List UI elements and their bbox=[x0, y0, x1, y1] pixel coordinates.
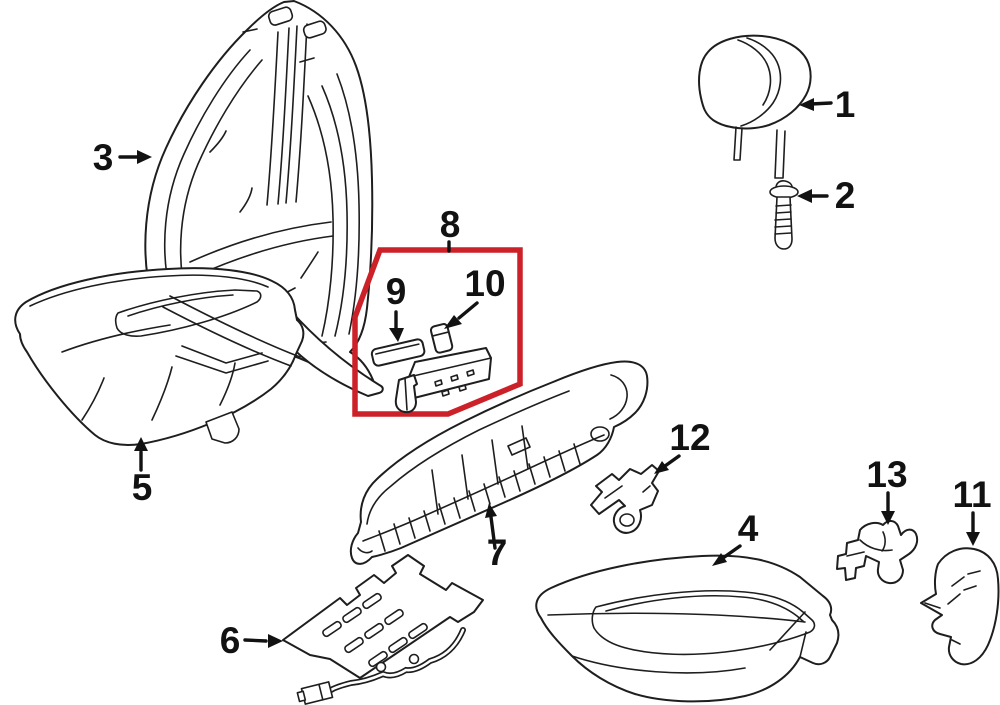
headrest-outline bbox=[698, 34, 812, 130]
callout-11-arrowhead bbox=[966, 532, 980, 546]
bracket-12-detail-lines bbox=[604, 485, 651, 499]
connector-nub bbox=[296, 690, 307, 703]
heater-pad-drawing bbox=[282, 554, 484, 705]
callout-13[interactable]: 13 bbox=[866, 454, 908, 525]
callout-1[interactable]: 1 bbox=[799, 84, 855, 125]
cushion-detail-lines bbox=[29, 274, 301, 421]
heater-element-slots bbox=[322, 592, 428, 668]
callout-11-label: 11 bbox=[952, 474, 991, 515]
switch-assembly-drawing bbox=[394, 347, 492, 414]
callout-10-label: 10 bbox=[464, 263, 505, 304]
cushion-pad-detail-lines bbox=[547, 595, 807, 674]
callouts: 1 2 3 4 5 6 7 bbox=[93, 84, 992, 661]
harness-connector bbox=[296, 681, 334, 705]
callout-6-label: 6 bbox=[220, 620, 241, 661]
callout-5-label: 5 bbox=[132, 467, 153, 508]
callout-2[interactable]: 2 bbox=[797, 175, 855, 216]
cushion-rear-flap bbox=[282, 309, 384, 397]
bolt-shaft bbox=[774, 196, 793, 250]
headrest-hole-left bbox=[267, 6, 294, 26]
switch-knob-10-drawing bbox=[429, 323, 454, 354]
switch-knob-9-drawing bbox=[370, 338, 426, 367]
callout-9-label: 9 bbox=[386, 271, 407, 312]
bracket-12-drawing bbox=[590, 464, 660, 534]
callout-2-arrowhead bbox=[797, 189, 812, 203]
seat-cushion-cover-drawing bbox=[14, 267, 384, 446]
callout-1-arrowhead bbox=[799, 98, 814, 111]
cushion-recess-panel bbox=[114, 289, 262, 337]
headrest-seam-lines bbox=[737, 37, 782, 127]
callout-6[interactable]: 6 bbox=[220, 620, 283, 661]
bracket-13-detail-lines bbox=[846, 531, 893, 557]
connector-detail bbox=[318, 683, 324, 701]
callout-1-line bbox=[809, 101, 833, 106]
cushion-pad-recess bbox=[591, 589, 816, 656]
callout-8[interactable]: 8 bbox=[440, 204, 461, 253]
switch-assembly-edge bbox=[408, 357, 492, 378]
switch-knob-9-edge bbox=[375, 343, 420, 355]
callout-12-arrowhead bbox=[654, 461, 669, 474]
callout-5[interactable]: 5 bbox=[132, 437, 153, 508]
cushion-pad-outline bbox=[535, 554, 840, 703]
callout-4-line bbox=[721, 544, 742, 560]
side-trim-panel-drawing bbox=[349, 360, 649, 565]
seat-cushion-pad-drawing bbox=[535, 554, 840, 703]
callout-4[interactable]: 4 bbox=[712, 508, 759, 566]
callout-7-line bbox=[489, 515, 497, 550]
callout-7-arrowhead bbox=[485, 503, 497, 518]
trim-panel-rib-lines bbox=[378, 443, 581, 552]
headrest-hole-right bbox=[302, 20, 327, 39]
side-cover-outline bbox=[920, 547, 1000, 666]
side-cover-11-drawing bbox=[920, 547, 1000, 666]
callout-4-arrowhead bbox=[712, 553, 727, 566]
callout-8-label: 8 bbox=[440, 204, 461, 245]
callout-7[interactable]: 7 bbox=[485, 503, 507, 573]
highlight-box bbox=[352, 247, 523, 417]
callout-3-arrowhead bbox=[137, 150, 152, 164]
callout-2-label: 2 bbox=[835, 175, 856, 216]
callout-12-line bbox=[663, 454, 681, 468]
side-cover-detail-lines bbox=[924, 570, 981, 645]
callout-5-arrowhead bbox=[134, 437, 148, 451]
switch-knob-10-body bbox=[429, 323, 454, 354]
headrest-posts bbox=[733, 126, 786, 179]
headrest-bolt-drawing bbox=[769, 180, 799, 250]
callout-9-arrowhead bbox=[389, 328, 404, 342]
bracket-12-boss bbox=[619, 513, 635, 527]
callout-10-arrowhead bbox=[444, 315, 462, 329]
trim-panel-boss bbox=[590, 426, 610, 442]
heater-pad-outline bbox=[282, 554, 484, 679]
callout-4-label: 4 bbox=[738, 508, 759, 549]
headrest-drawing bbox=[698, 34, 812, 179]
cushion-foot bbox=[205, 411, 240, 444]
callout-9[interactable]: 9 bbox=[386, 271, 407, 342]
callout-12[interactable]: 12 bbox=[654, 417, 711, 474]
callout-7-label: 7 bbox=[487, 532, 508, 573]
callout-12-label: 12 bbox=[669, 417, 710, 458]
switch-knob-10-edge bbox=[431, 331, 450, 337]
callout-6-line bbox=[243, 638, 268, 643]
switch-assembly-holes bbox=[434, 369, 475, 397]
callout-3-label: 3 bbox=[93, 137, 114, 178]
switch-assembly-end-cap-edge bbox=[404, 377, 408, 411]
bracket-13-outline bbox=[836, 520, 919, 585]
callout-13-arrowhead bbox=[881, 511, 895, 525]
callout-10[interactable]: 10 bbox=[444, 263, 506, 329]
callout-13-label: 13 bbox=[866, 454, 907, 495]
harness-wire-core bbox=[329, 628, 465, 692]
callout-11[interactable]: 11 bbox=[952, 474, 992, 546]
bracket-13-drawing bbox=[836, 520, 919, 585]
trim-panel-detail-lines bbox=[357, 374, 628, 554]
callout-10-line bbox=[457, 301, 479, 320]
callout-1-label: 1 bbox=[835, 84, 856, 125]
callout-6-arrowhead bbox=[268, 634, 283, 648]
callout-3[interactable]: 3 bbox=[93, 137, 152, 178]
bolt-threads bbox=[774, 204, 792, 235]
bracket-12-outline bbox=[590, 464, 660, 534]
harness-clips bbox=[375, 653, 420, 673]
